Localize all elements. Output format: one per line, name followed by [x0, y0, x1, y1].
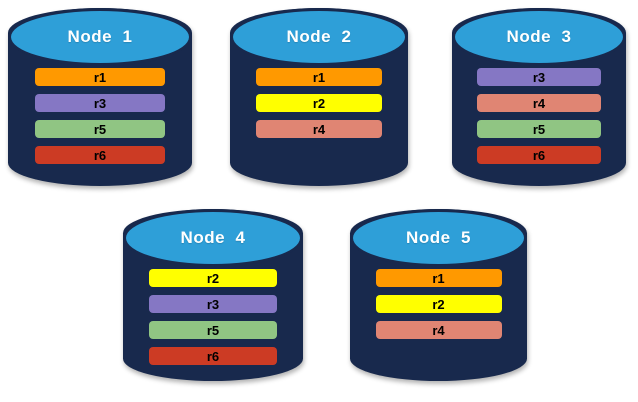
record-label: r4 [312, 121, 326, 137]
record-bar[interactable]: r3 [35, 94, 165, 112]
record-label: r1 [93, 69, 107, 85]
database-node-3[interactable]: Node 3 r3 r4 r5 r6 [452, 8, 626, 186]
record-bar[interactable]: r2 [256, 94, 382, 112]
record-list: r2 r3 r5 r6 [123, 269, 303, 365]
record-bar[interactable]: r2 [375, 295, 502, 313]
node-title: Node 1 [67, 27, 133, 46]
node-title: Node 4 [180, 228, 246, 247]
record-bar[interactable]: r1 [35, 68, 165, 86]
database-node-1[interactable]: Node 1 r1 r3 r5 r6 [8, 8, 192, 186]
record-bar[interactable]: r5 [477, 120, 601, 138]
database-node-4[interactable]: Node 4 r2 r3 r5 r6 [123, 209, 303, 381]
node-title: Node 3 [506, 27, 572, 46]
record-bar[interactable]: r5 [35, 120, 165, 138]
record-bar[interactable]: r6 [477, 146, 601, 164]
node-cylinder-top: Node 2 [230, 8, 408, 66]
record-label: r2 [432, 296, 445, 312]
record-bar[interactable]: r3 [477, 68, 601, 86]
record-label: r3 [532, 69, 546, 85]
record-bar[interactable]: r1 [256, 68, 382, 86]
node-cylinder-top: Node 4 [123, 209, 303, 267]
record-bar[interactable]: r5 [149, 321, 277, 339]
record-label: r1 [312, 69, 326, 85]
record-label: r5 [93, 121, 107, 137]
record-label: r2 [312, 95, 326, 111]
node-title: Node 2 [286, 27, 352, 46]
record-label: r2 [206, 270, 220, 286]
record-label: r5 [532, 121, 546, 137]
record-bar[interactable]: r4 [375, 321, 502, 339]
database-node-2[interactable]: Node 2 r1 r2 r4 [230, 8, 408, 186]
record-list: r3 r4 r5 r6 [452, 68, 626, 164]
record-label: r5 [206, 322, 220, 338]
record-bar[interactable]: r2 [149, 269, 277, 287]
record-list: r1 r2 r4 [230, 68, 408, 138]
node-cylinder-top: Node 5 [350, 209, 527, 267]
record-list: r1 r2 r4 [350, 269, 527, 339]
record-bar[interactable]: r3 [149, 295, 277, 313]
record-label: r6 [93, 147, 107, 163]
record-bar[interactable]: r6 [149, 347, 277, 365]
record-label: r6 [532, 147, 546, 163]
record-bar[interactable]: r6 [35, 146, 165, 164]
database-node-5[interactable]: Node 5 r1 r2 r4 [350, 209, 527, 381]
record-label: r4 [532, 95, 546, 111]
record-label: r1 [432, 270, 445, 286]
record-label: r3 [206, 296, 220, 312]
record-bar[interactable]: r4 [256, 120, 382, 138]
node-cylinder-top: Node 3 [452, 8, 626, 66]
record-bar[interactable]: r1 [375, 269, 502, 287]
node-cylinder-top: Node 1 [8, 8, 192, 66]
record-list: r1 r3 r5 r6 [8, 68, 192, 164]
record-label: r4 [432, 322, 445, 338]
record-bar[interactable]: r4 [477, 94, 601, 112]
node-title: Node 5 [406, 228, 471, 247]
record-label: r6 [206, 348, 220, 364]
record-label: r3 [93, 95, 107, 111]
